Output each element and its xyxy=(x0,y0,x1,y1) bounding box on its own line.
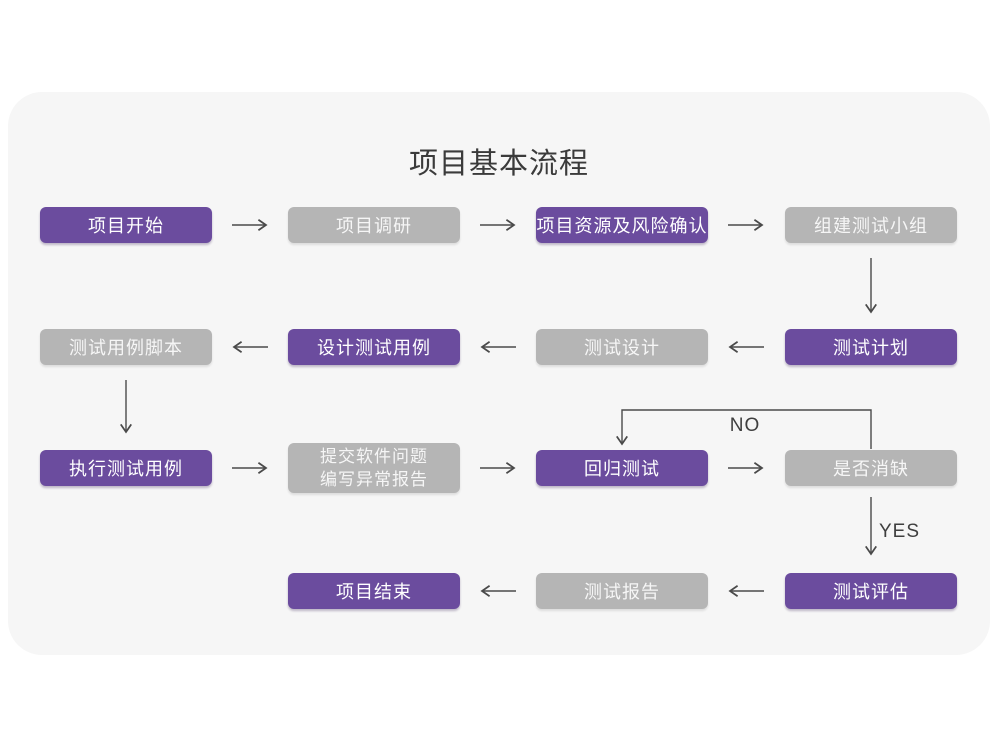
node-regression-test: 回归测试 xyxy=(536,450,708,486)
flowchart-card xyxy=(8,92,990,655)
edge-label-no: NO xyxy=(729,415,761,436)
node-test-case-script: 测试用例脚本 xyxy=(40,329,212,365)
node-build-test-team: 组建测试小组 xyxy=(785,207,957,243)
node-test-design: 测试设计 xyxy=(536,329,708,365)
node-design-test-cases: 设计测试用例 xyxy=(288,329,460,365)
edge-label-yes: YES xyxy=(879,521,921,542)
node-resource-risk-confirm: 项目资源及风险确认 xyxy=(536,207,708,243)
node-execute-test-cases: 执行测试用例 xyxy=(40,450,212,486)
node-project-research: 项目调研 xyxy=(288,207,460,243)
node-defect-cleared-decision: 是否消缺 xyxy=(785,450,957,486)
node-test-evaluation: 测试评估 xyxy=(785,573,957,609)
node-project-end: 项目结束 xyxy=(288,573,460,609)
page-title: 项目基本流程 xyxy=(408,148,589,180)
node-project-start: 项目开始 xyxy=(40,207,212,243)
node-test-plan: 测试计划 xyxy=(785,329,957,365)
node-test-report: 测试报告 xyxy=(536,573,708,609)
node-submit-issue-report: 提交软件问题 编写异常报告 xyxy=(288,443,460,493)
